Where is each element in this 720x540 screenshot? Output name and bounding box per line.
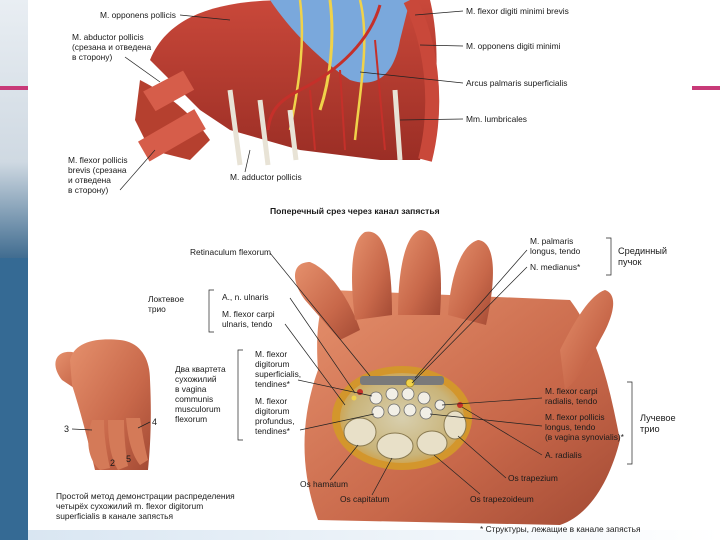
label-fcr-l2: radialis, tendo [545,396,597,406]
label-abductor-pollicis-l3: в сторону) [72,52,112,62]
label-fcu-l1: M. flexor carpi [222,309,275,319]
label-fdp-l1: M. flexor [255,396,287,406]
small-hand-caption-l2: четырёх сухожилий m. flexor digitorum [56,501,203,511]
label-fcu-l2: ulnaris, tendo [222,319,273,329]
label-radial-trio-l2: трио [640,424,660,434]
label-fdp-l4: tendines* [255,426,291,436]
label-retinaculum: Retinaculum flexorum [190,247,271,257]
label-flexor-digiti-minimi: M. flexor digiti minimi brevis [466,6,569,16]
label-abductor-pollicis-l2: (срезана и отведена [72,42,152,52]
label-flexor-pollicis-brevis-l3: и отведена [68,175,111,185]
label-fds-l4: tendines* [255,379,291,389]
small-hand-number-4: 4 [152,417,157,427]
label-four-tendons-l2: сухожилий [175,374,217,384]
ring-finger [352,232,392,320]
index-finger [448,240,493,325]
label-four-tendons-l5: musculorum [175,404,221,414]
label-fdp-l3: profundus, [255,416,295,426]
label-four-tendons-l3: в vagina [175,384,207,394]
ulnar-nerve-section [352,396,357,401]
dissected-palm-illustration [135,0,437,165]
label-os-hamatum: Os hamatum [300,479,348,489]
label-fds-l1: M. flexor [255,349,287,359]
section-title: Поперечный срез через канал запястья [270,206,440,216]
label-fdp-l2: digitorum [255,406,289,416]
label-flexor-pollicis-brevis-l2: brevis (срезана [68,165,127,175]
small-hand-number-2: 2 [110,458,115,468]
label-fds-l3: superficialis, [255,369,301,379]
label-os-trapezium: Os trapezium [508,473,558,483]
label-a-n-ulnaris: A., n. ulnaris [222,292,269,302]
label-palmaris-longus-l2: longus, tendo [530,246,581,256]
label-n-medianus: N. medianus* [530,262,581,272]
bone-trapezium [444,411,466,439]
label-median-bundle-l1: Срединный [618,246,667,256]
label-os-trapezoideum: Os trapezoideum [470,494,534,504]
label-fcr-l1: M. flexor carpi [545,386,598,396]
label-lumbricales: Mm. lumbricales [466,114,527,124]
label-adductor-pollicis: M. adductor pollicis [230,172,302,182]
label-ulnar-trio-l1: Локтевое [148,294,184,304]
label-flexor-pollicis-brevis-l1: M. flexor pollicis [68,155,128,165]
label-flexor-pollicis-brevis-l4: в сторону) [68,185,108,195]
label-opponens-digiti-minimi: M. opponens digiti minimi [466,41,561,51]
label-radial-trio-l1: Лучевое [640,413,676,423]
median-nerve-section [406,379,414,387]
label-fpl-l3: (в vagina synovialis)* [545,432,625,442]
label-a-radialis: A. radialis [545,450,582,460]
label-arcus-palmaris: Arcus palmaris superficialis [466,78,567,88]
small-hand-number-5: 5 [126,454,131,464]
label-median-bundle-l2: пучок [618,257,642,267]
label-four-tendons-l1: Два квартета [175,364,226,374]
label-fds-l2: digitorum [255,359,289,369]
small-hand-caption-l3: superficialis в канале запястья [56,511,173,521]
bone-capitatum [377,433,413,459]
label-ulnar-trio-l2: трио [148,304,166,314]
label-os-capitatum: Os capitatum [340,494,389,504]
middle-finger [398,230,441,315]
small-hand-caption-l1: Простой метод демонстрации распределения [56,491,235,501]
footnote: * Структуры, лежащие в канале запястья [480,524,641,534]
label-opponens-pollicis: M. opponens pollicis [100,10,176,20]
label-four-tendons-l4: communis [175,394,213,404]
label-palmaris-longus-l1: M. palmaris [530,236,573,246]
bone-hamatum [344,418,376,446]
label-abductor-pollicis-l1: M. abductor pollicis [72,32,144,42]
label-four-tendons-l6: flexorum [175,414,207,424]
retinaculum-flexorum [360,376,444,385]
small-hand-number-3: 3 [64,424,69,434]
bone-trapezoideum [417,431,447,455]
label-fpl-l2: longus, tendo [545,422,596,432]
label-fpl-l1: M. flexor pollicis [545,412,605,422]
